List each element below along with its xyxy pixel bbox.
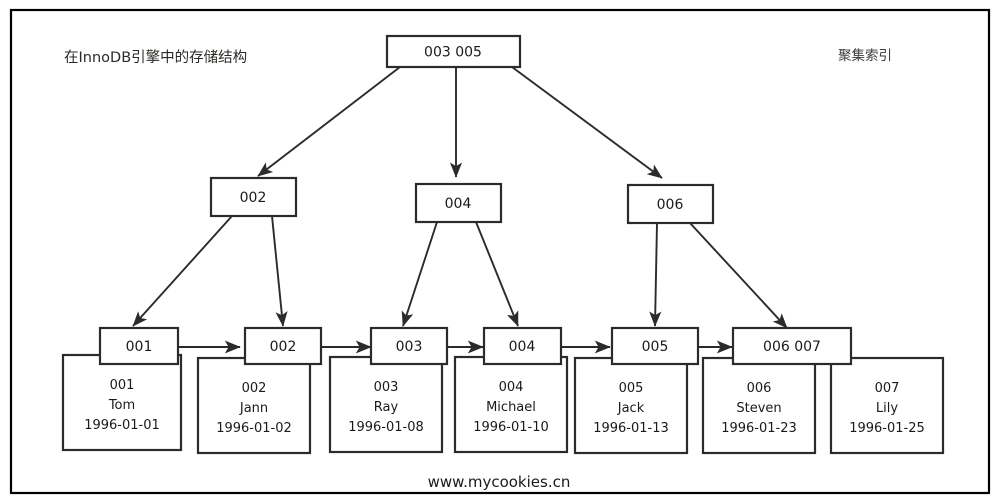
record-002-id: 002 (242, 381, 267, 396)
record-box-group (61, 353, 945, 455)
record-004-id: 004 (499, 380, 524, 395)
internal-node-box-006[interactable] (626, 183, 715, 225)
leaf-key-label-005: 005 (642, 339, 669, 355)
record-box-005[interactable] (573, 356, 689, 455)
internal-node-label-004: 004 (445, 196, 472, 212)
record-006-name: Steven (736, 401, 781, 416)
edge-node002-to-leaf-002 (271, 215, 288, 327)
internal-node-label-002: 002 (240, 190, 267, 206)
record-005-name: Jack (617, 401, 645, 416)
record-001-date: 1996-01-01 (84, 418, 160, 433)
edge-node006-to-leaf-005 (649, 222, 662, 327)
edge-node006-to-leaf-006 (689, 222, 788, 329)
record-box-002[interactable] (196, 356, 312, 455)
leaf-key-label-006: 006 007 (763, 339, 821, 355)
record-003-id: 003 (374, 380, 399, 395)
record-002-date: 1996-01-02 (216, 421, 292, 436)
root-node-label: 003 005 (424, 45, 482, 61)
edge-node004-to-leaf-003 (401, 221, 438, 327)
record-007-name: Lily (876, 401, 898, 416)
leaf-key-label-001: 001 (126, 339, 153, 355)
edge-root-to-node-002 (257, 66, 401, 177)
record-box-006[interactable] (701, 356, 817, 455)
internal-node-box-004[interactable] (414, 182, 503, 224)
record-box-007[interactable] (829, 356, 945, 455)
record-007-date: 1996-01-25 (849, 421, 925, 436)
record-005-date: 1996-01-13 (593, 421, 669, 436)
edge-root-to-node-006 (511, 66, 663, 179)
leaf-key-label-002: 002 (270, 339, 297, 355)
leaf-key-box-003[interactable] (369, 326, 449, 366)
record-003-date: 1996-01-08 (348, 420, 424, 435)
leaf-key-box-004[interactable] (482, 326, 563, 366)
diagram-title: 在InnoDB引擎中的存储结构 (64, 49, 247, 66)
record-003-name: Ray (374, 400, 399, 415)
record-004-date: 1996-01-10 (473, 420, 549, 435)
leaf-key-label-003: 003 (396, 339, 423, 355)
record-001-id: 001 (110, 378, 135, 393)
internal-node-group (209, 176, 715, 225)
leaf-key-box-group (98, 326, 853, 366)
record-002-name: Jann (239, 401, 268, 416)
record-004-name: Michael (486, 400, 536, 415)
record-006-id: 006 (747, 381, 772, 396)
record-007-id: 007 (875, 381, 900, 396)
leaf-key-box-005[interactable] (610, 326, 700, 366)
leaf-key-box-002[interactable] (243, 326, 323, 366)
record-006-date: 1996-01-23 (721, 421, 797, 436)
leaf-key-box-006[interactable] (731, 326, 853, 366)
root-node-box[interactable] (385, 34, 522, 69)
clustered-index-label: 聚集索引 (838, 48, 892, 64)
record-box-001[interactable] (61, 353, 183, 452)
leaf-key-box-001[interactable] (98, 326, 180, 366)
edge-node004-to-leaf-004 (475, 221, 519, 327)
record-box-004[interactable] (453, 355, 569, 454)
footer-watermark: www.mycookies.cn (428, 473, 571, 491)
record-001-name: Tom (108, 398, 135, 413)
internal-node-box-002[interactable] (209, 176, 298, 218)
internal-node-label-006: 006 (657, 197, 684, 213)
edge-node002-to-leaf-001 (132, 215, 233, 327)
record-text-group: 001 Tom 1996-01-01 002 Jann 1996-01-02 0… (84, 378, 925, 436)
leaf-key-label-004: 004 (509, 339, 536, 355)
record-005-id: 005 (619, 381, 644, 396)
record-box-003[interactable] (328, 355, 444, 454)
